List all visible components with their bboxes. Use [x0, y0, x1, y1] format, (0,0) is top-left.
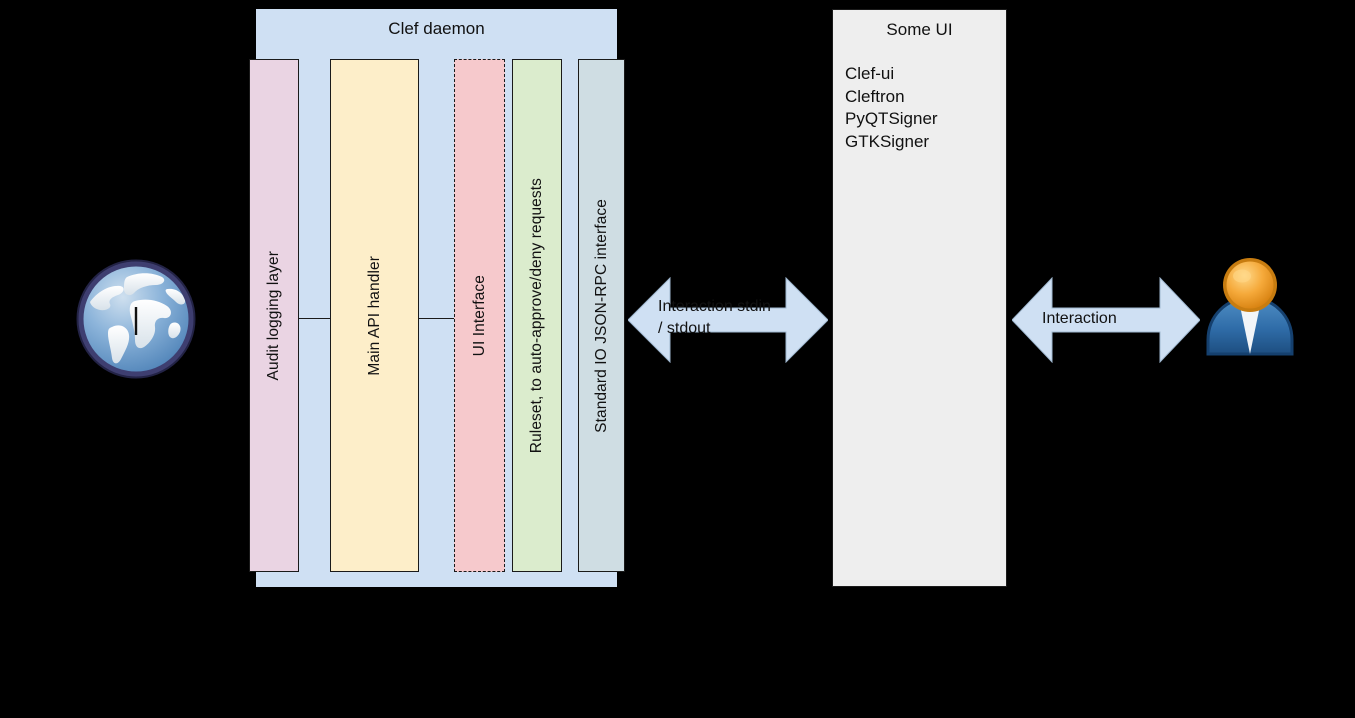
arrow-interaction-stdin-stdout: Interaction stdin / stdout: [628, 277, 828, 363]
component-ui-interface[interactable]: UI Interface: [454, 59, 505, 572]
component-label: Main API handler: [365, 255, 383, 376]
clef-daemon-container: [256, 9, 617, 587]
some-ui-box[interactable]: Some UI Clef-ui Cleftron PyQTSigner GTKS…: [832, 9, 1007, 587]
list-item: Clef-ui: [845, 64, 895, 83]
component-main-api-handler[interactable]: Main API handler: [330, 59, 419, 572]
connector-line-api-ui: [418, 318, 455, 320]
globe-icon: [72, 255, 200, 383]
arrow-interaction-user: Interaction: [1012, 277, 1200, 363]
component-label: Standard IO JSON-RPC interface: [592, 198, 610, 433]
user-icon: [1202, 254, 1298, 358]
component-label: Audit logging layer: [265, 250, 282, 381]
arrow-label: Interaction: [1042, 310, 1117, 327]
component-label: UI Interface: [470, 274, 488, 357]
component-ruleset[interactable]: Ruleset, to auto-approve/deny requests: [512, 59, 562, 572]
list-item: PyQTSigner: [845, 109, 938, 128]
arrow-label: Interaction stdin / stdout: [658, 298, 771, 337]
component-standard-io-jsonrpc-interface[interactable]: Standard IO JSON-RPC interface: [578, 59, 625, 572]
component-audit-logging-layer[interactable]: Audit logging layer: [249, 59, 299, 572]
component-label: Ruleset, to auto-approve/deny requests: [528, 177, 545, 454]
list-item: Cleftron: [845, 86, 905, 106]
connector-line-audit-api: [298, 318, 331, 320]
some-ui-title: Some UI: [886, 20, 953, 39]
list-item: GTKSigner: [845, 131, 930, 151]
clef-daemon-title: Clef daemon: [388, 19, 485, 38]
some-ui-list: Clef-ui Cleftron PyQTSigner GTKSigner: [845, 63, 938, 153]
